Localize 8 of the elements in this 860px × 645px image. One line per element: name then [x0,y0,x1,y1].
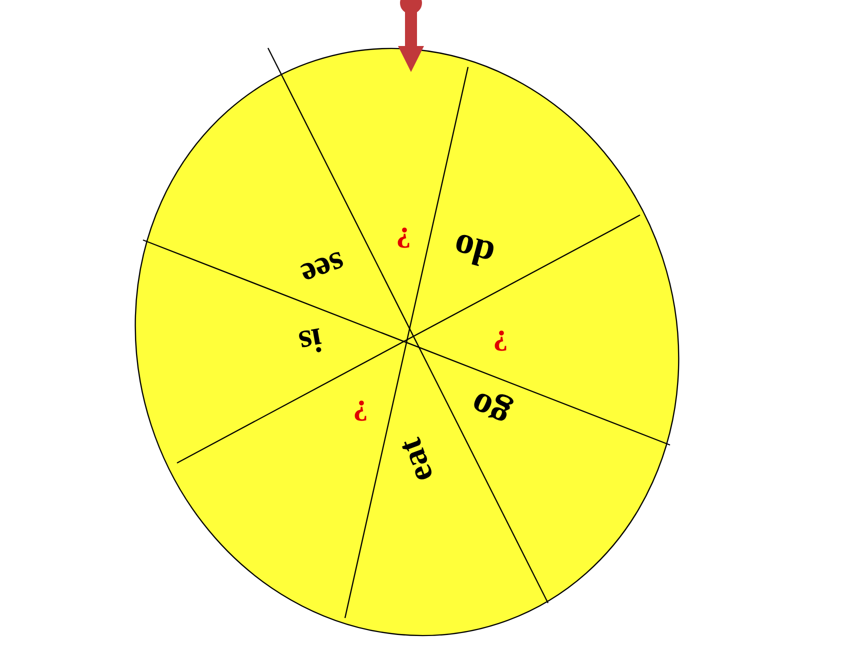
sector-word: is [296,321,324,359]
question-mark: ? [396,222,410,252]
sector-word: see [296,244,348,292]
sector-word: do [450,226,498,274]
sector-word: go [464,384,516,436]
sector-word: eat [392,434,440,486]
question-mark: ? [492,325,508,355]
question-mark: ? [352,395,368,425]
